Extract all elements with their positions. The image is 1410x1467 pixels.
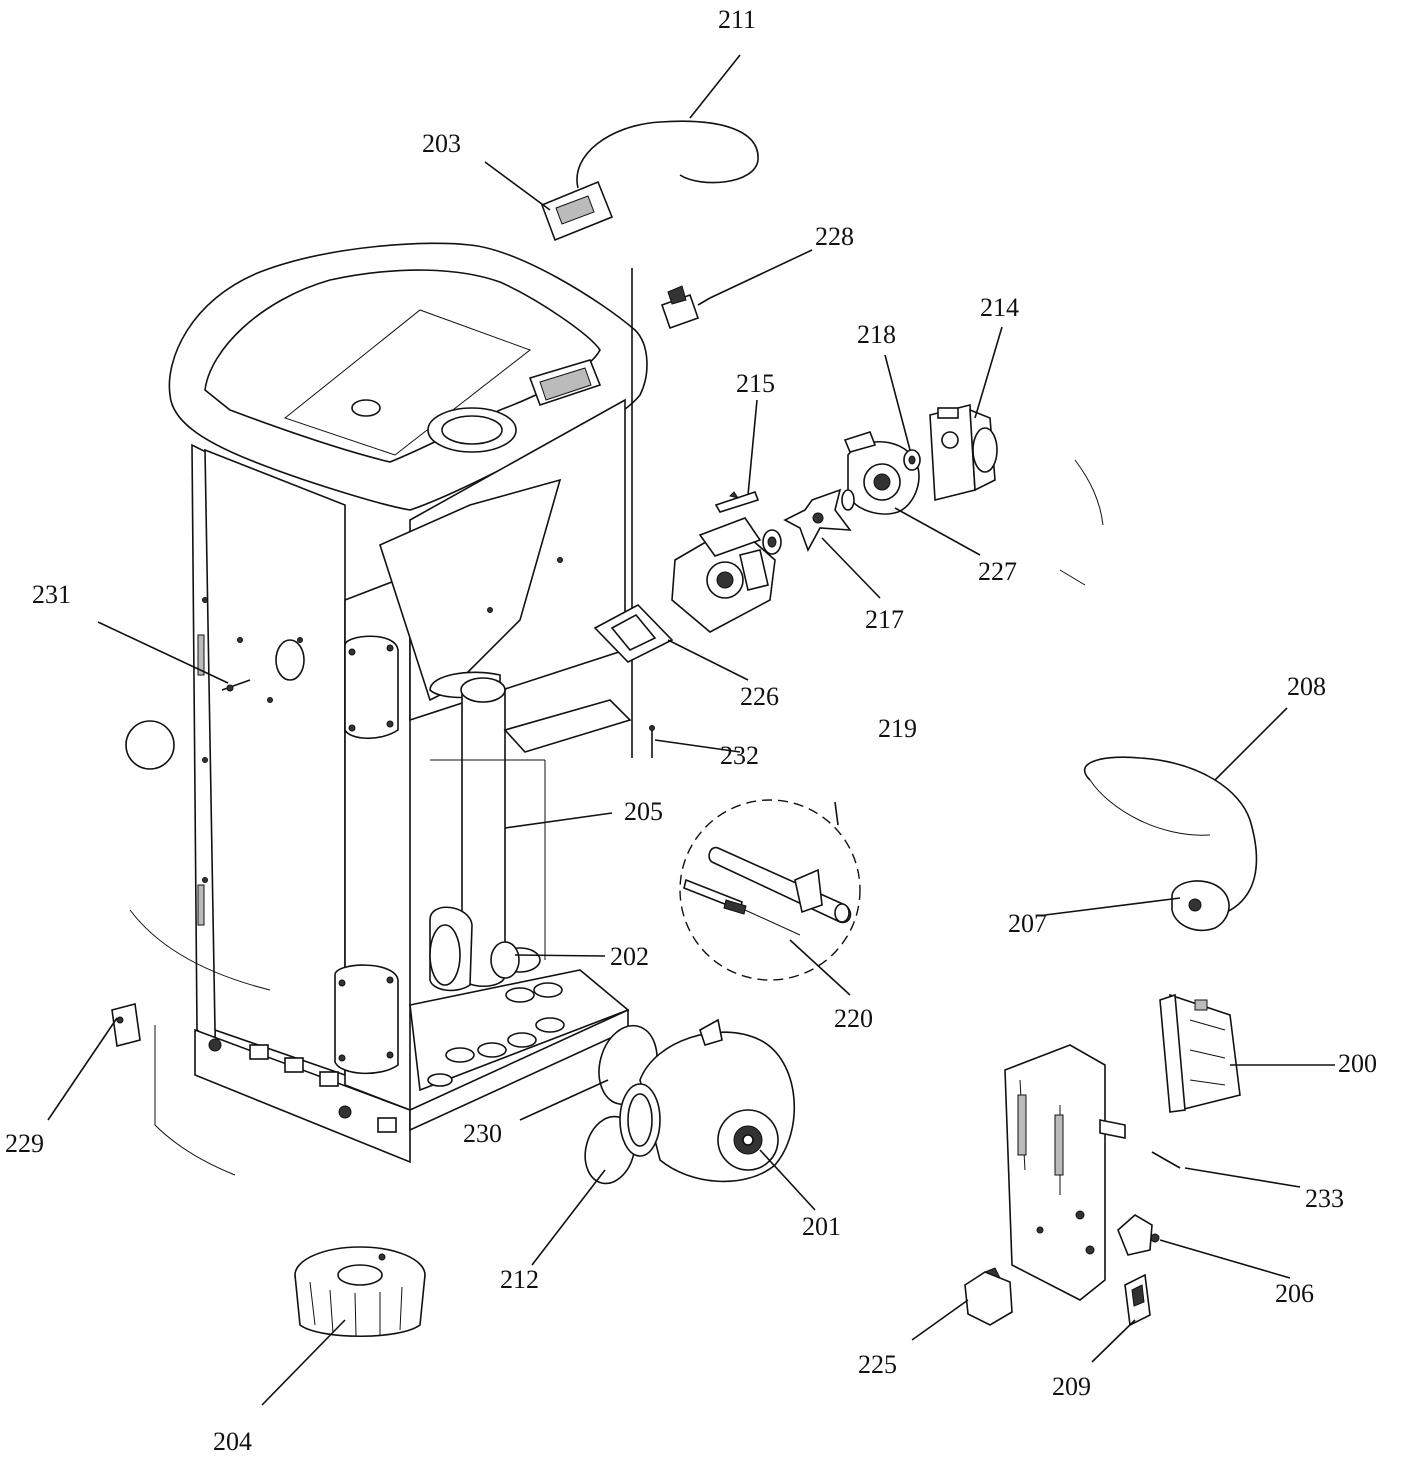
- label-208: 208: [1287, 672, 1326, 701]
- label-206: 206: [1275, 1279, 1314, 1308]
- part-206-relay: [1117, 1214, 1160, 1256]
- labels: 211 203 228 214 218 215 227 231 217 226 …: [5, 5, 1377, 1456]
- part-218-bearing: [903, 449, 921, 471]
- part-207-pressure-switch: [1171, 880, 1230, 932]
- part-203-display: [540, 180, 614, 242]
- label-220: 220: [834, 1004, 873, 1033]
- part-226-gasket: [593, 604, 674, 663]
- label-218: 218: [857, 320, 896, 349]
- part-225-transformer: [964, 1267, 1013, 1326]
- label-211: 211: [718, 5, 756, 34]
- label-207: 207: [1008, 909, 1047, 938]
- label-205: 205: [624, 797, 663, 826]
- part-231-probe: [221, 679, 251, 692]
- part-201-blower: [619, 1018, 795, 1183]
- part-208-inner: [1089, 779, 1211, 836]
- label-209: 209: [1052, 1372, 1091, 1401]
- label-229: 229: [5, 1129, 44, 1158]
- coupling: [762, 529, 782, 555]
- label-200: 200: [1338, 1049, 1377, 1078]
- auger-housing: [671, 517, 776, 633]
- label-219: 219: [878, 714, 917, 743]
- label-228: 228: [815, 222, 854, 251]
- threaded-bolt: [1099, 1119, 1126, 1139]
- label-201: 201: [802, 1212, 841, 1241]
- leader-lines: [47, 54, 1335, 1406]
- part-215-bracket: [714, 490, 760, 513]
- label-233: 233: [1305, 1184, 1344, 1213]
- part-229-switch: [111, 1002, 141, 1048]
- part-232-pin: [649, 725, 655, 758]
- label-227: 227: [978, 557, 1017, 586]
- label-226: 226: [740, 682, 779, 711]
- part-228-switch: [660, 285, 711, 330]
- label-225: 225: [858, 1350, 897, 1379]
- label-217: 217: [865, 605, 904, 634]
- side-round-cover: [125, 720, 175, 770]
- label-230: 230: [463, 1119, 502, 1148]
- part-204-fan-wheel: [294, 1246, 426, 1338]
- label-232: 232: [720, 741, 759, 770]
- part-219-detail-circle: [679, 799, 861, 981]
- label-202: 202: [610, 942, 649, 971]
- label-214: 214: [980, 293, 1019, 322]
- part-217-impeller: [783, 488, 852, 552]
- part-208-cable: [1083, 756, 1258, 919]
- part-214-gear-motor: [929, 403, 998, 502]
- part-211-cable: [576, 120, 759, 189]
- label-212: 212: [500, 1265, 539, 1294]
- electrical-panel: [1004, 1044, 1106, 1301]
- label-204: 204: [213, 1427, 252, 1456]
- part-233-wire: [1151, 1151, 1181, 1169]
- label-215: 215: [736, 369, 775, 398]
- part-209-rocker-switch: [1124, 1273, 1151, 1327]
- part-227-motor-plate: [841, 431, 920, 515]
- label-231: 231: [32, 580, 71, 609]
- label-203: 203: [422, 129, 461, 158]
- part-200-control-board: [1159, 993, 1241, 1113]
- part-202: [429, 924, 520, 986]
